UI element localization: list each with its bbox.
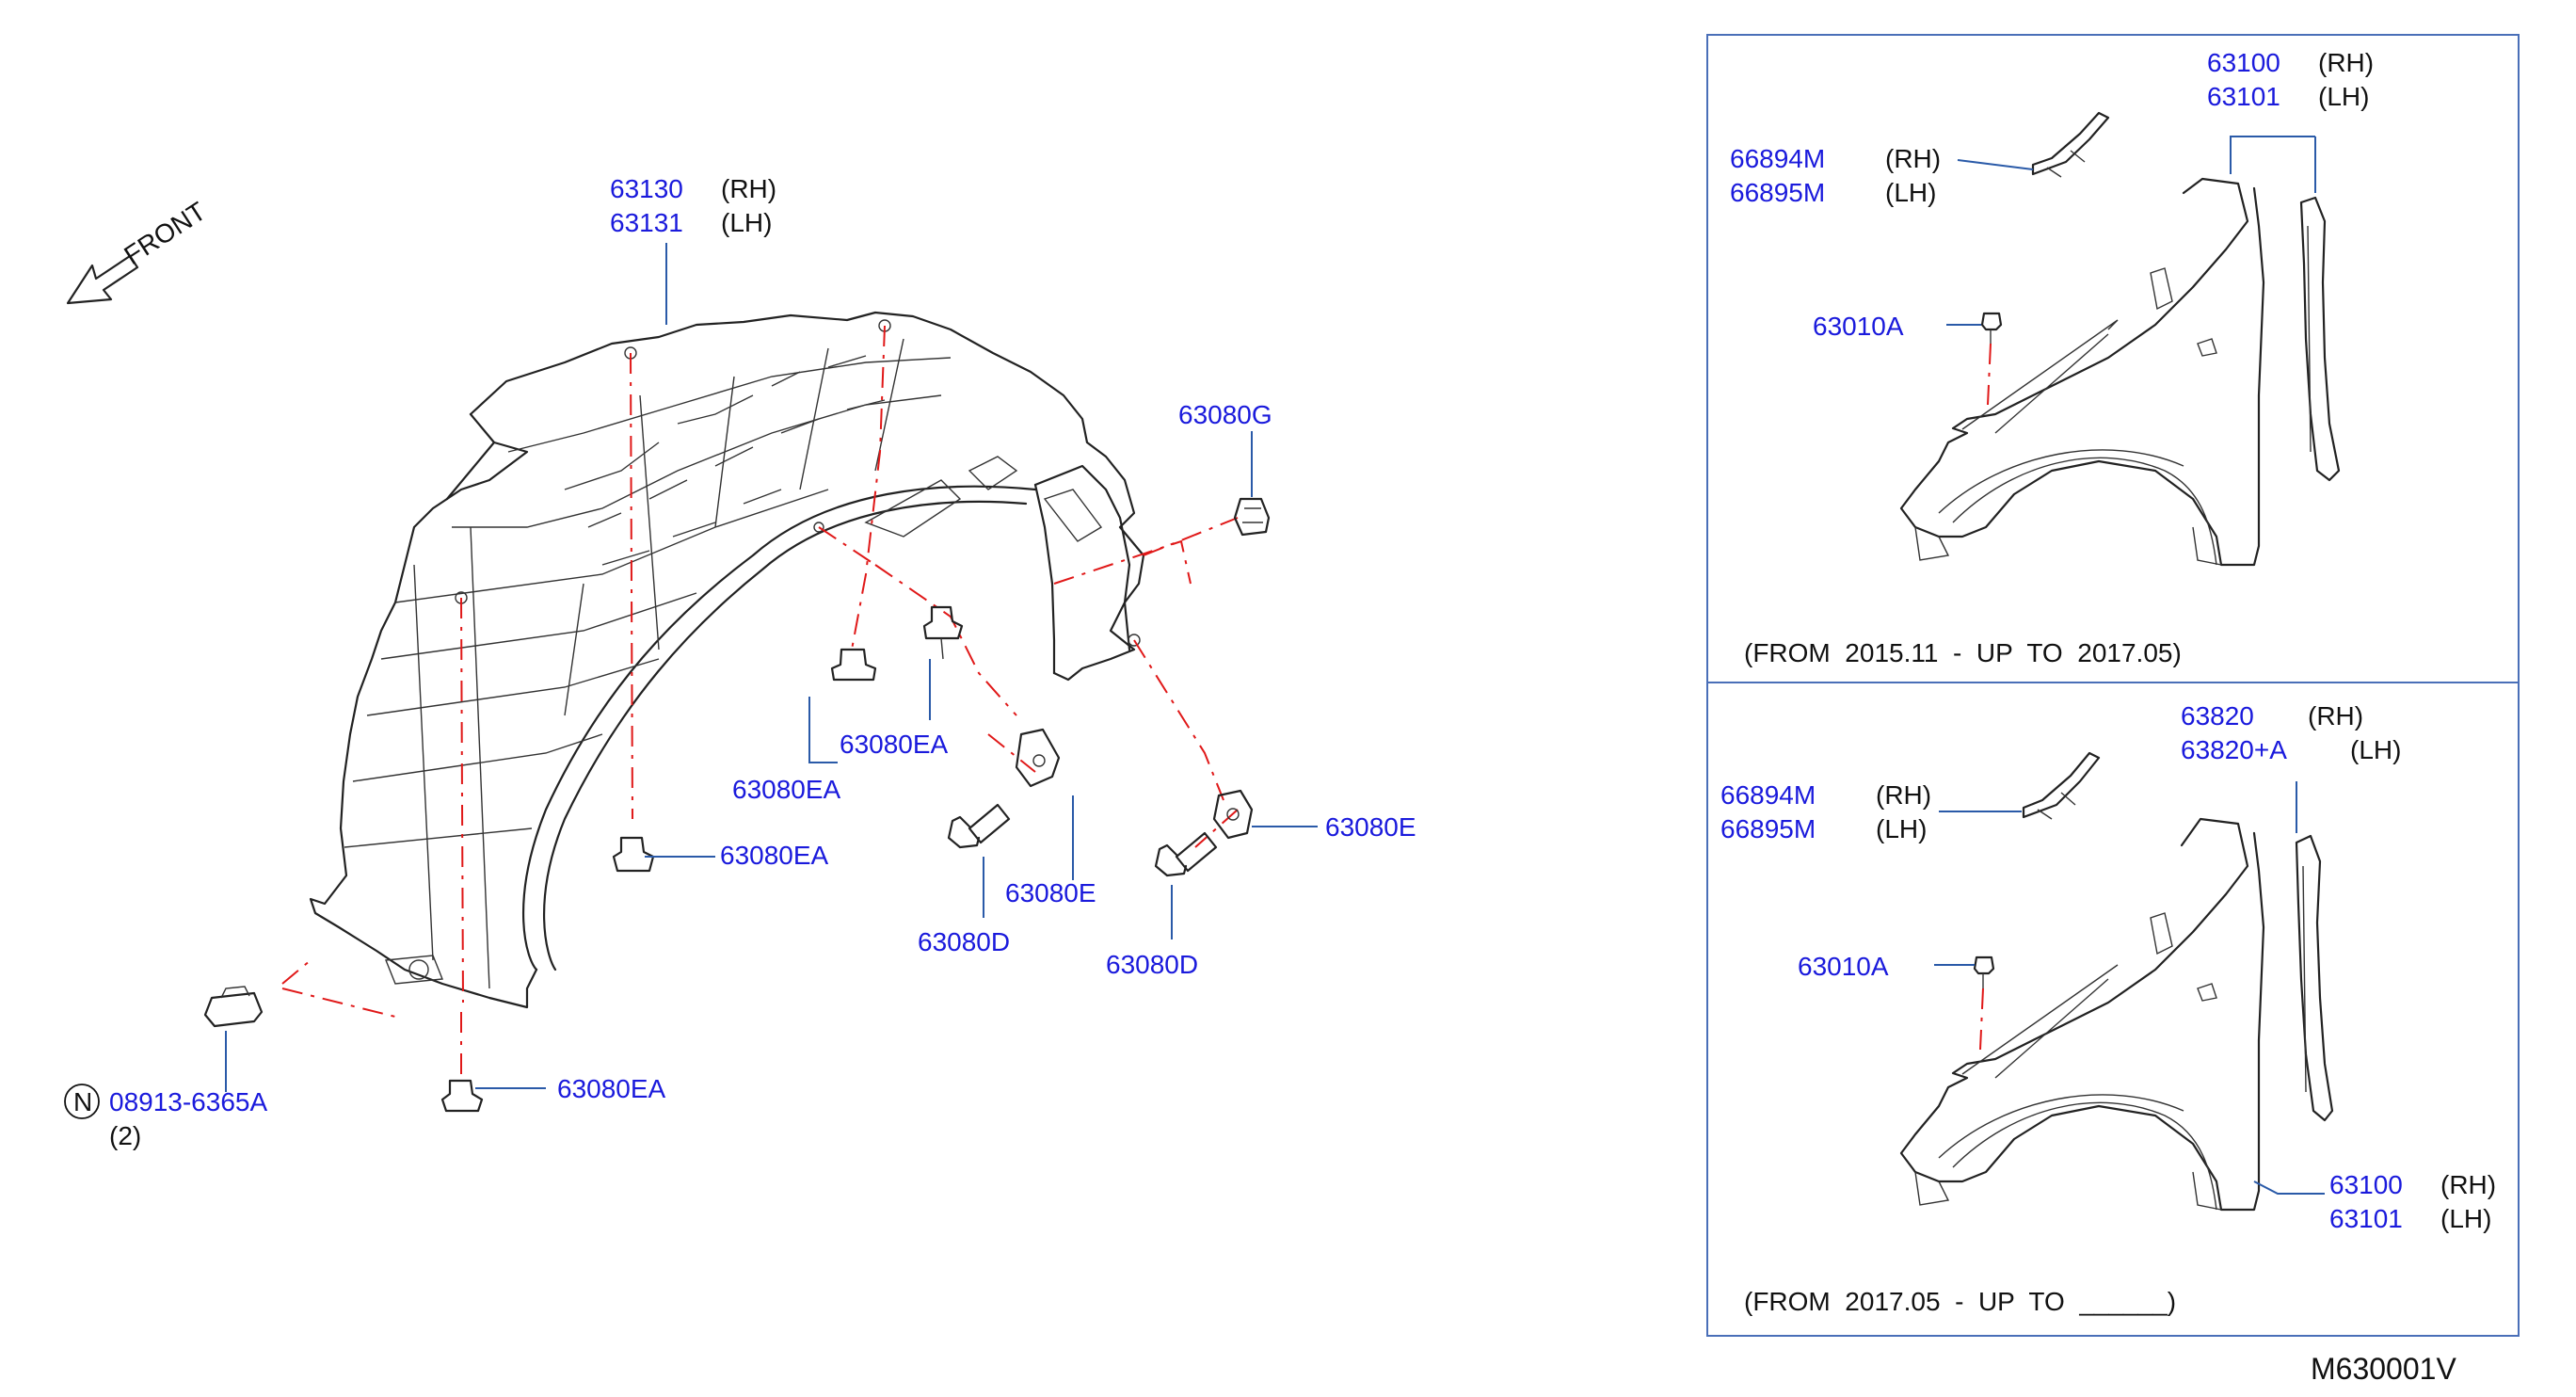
- panel-dash-lines: [1979, 343, 1992, 1051]
- panel-top-frame: [1706, 34, 2520, 683]
- label-bottom-63101: 63101: [2329, 1204, 2403, 1233]
- label-top-63100-side: (RH): [2318, 48, 2374, 77]
- label-bottom-63101-side: (LH): [2440, 1204, 2491, 1233]
- label-top-66895m: 66895M: [1730, 178, 1825, 207]
- label-63080e-center: 63080E: [1005, 878, 1096, 907]
- label-63080ea-bottom: 63080EA: [557, 1074, 666, 1103]
- label-bottom-63820: 63820: [2181, 701, 2254, 731]
- label-63131: 63131: [610, 208, 683, 237]
- bracket-bottom-icon: [2022, 751, 2101, 820]
- label-08913-6365a: 08913-6365A: [109, 1087, 267, 1116]
- bracket-top-icon: [2031, 111, 2110, 178]
- label-bottom-66895m-side: (LH): [1876, 814, 1927, 843]
- fender-bottom-drawing: [1899, 817, 2334, 1212]
- label-top-63101: 63101: [2207, 82, 2280, 111]
- label-top-63100: 63100: [2207, 48, 2280, 77]
- label-bottom-63100-side: (RH): [2440, 1170, 2496, 1199]
- label-nut-symbol: N: [73, 1087, 92, 1116]
- label-nut-qty: (2): [109, 1121, 141, 1150]
- assembly-lines: [281, 325, 1239, 1078]
- front-arrow-icon: [66, 254, 139, 305]
- label-63080ea-center: 63080EA: [840, 730, 949, 759]
- label-bottom-63820a-side: (LH): [2350, 735, 2401, 764]
- label-63080ea-left: 63080EA: [732, 775, 841, 804]
- fender-top-drawing: [1899, 177, 2341, 567]
- wheel-housing-liner: [309, 311, 1145, 1009]
- nut-n-symbol-icon: [64, 1084, 100, 1119]
- label-63131-side: (LH): [721, 208, 772, 237]
- label-top-range: (FROM 2015.11 - UP TO 2017.05): [1744, 638, 2182, 667]
- label-bottom-66894m: 66894M: [1720, 780, 1816, 810]
- label-bottom-63010a: 63010A: [1798, 952, 1889, 981]
- front-label: FRONT: [119, 197, 211, 271]
- label-63130-side: (RH): [721, 174, 776, 203]
- label-bottom-63820a: 63820+A: [2181, 735, 2287, 764]
- bolt-top-icon: [1980, 312, 2003, 344]
- label-top-63010a: 63010A: [1813, 312, 1904, 341]
- label-63130: 63130: [610, 174, 683, 203]
- diagram-code: M630001V: [2311, 1352, 2456, 1386]
- bolt-bottom-icon: [1973, 955, 1995, 988]
- label-bottom-range: (FROM 2017.05 - UP TO ______): [1744, 1287, 2176, 1316]
- panel-bottom-frame: [1706, 682, 2520, 1337]
- clip-63080g-icon: [1233, 497, 1271, 537]
- label-63080e-right: 63080E: [1325, 812, 1416, 842]
- label-top-66894m: 66894M: [1730, 144, 1825, 173]
- label-bottom-63100: 63100: [2329, 1170, 2403, 1199]
- clip-63080e-right-icon: [1212, 789, 1254, 840]
- main-leaders: [225, 243, 1318, 1092]
- label-bottom-66894m-side: (RH): [1876, 780, 1931, 810]
- label-top-63101-side: (LH): [2318, 82, 2369, 111]
- label-63080g: 63080G: [1178, 400, 1272, 429]
- clip-63080ea-top-icon: [830, 648, 877, 682]
- label-bottom-66895m: 66895M: [1720, 814, 1816, 843]
- label-top-66894m-side: (RH): [1885, 144, 1941, 173]
- screw-63080d-center-icon: [947, 803, 1011, 849]
- label-bottom-63820-side: (RH): [2308, 701, 2363, 731]
- label-63080ea-lower: 63080EA: [720, 841, 829, 870]
- clip-63080ea-bottom-icon: [440, 1079, 484, 1113]
- panel-leaders: [1934, 136, 2325, 1195]
- label-top-66895m-side: (LH): [1885, 178, 1936, 207]
- clip-63080e-center-icon: [1015, 728, 1061, 788]
- clip-63080ea-lower-icon: [612, 836, 655, 873]
- nut-08913-icon: [203, 986, 264, 1028]
- label-63080d-center: 63080D: [918, 927, 1010, 956]
- screw-63080d-right-icon: [1154, 831, 1218, 877]
- label-63080d-right: 63080D: [1106, 950, 1198, 979]
- clip-63080ea-center-icon: [922, 605, 964, 660]
